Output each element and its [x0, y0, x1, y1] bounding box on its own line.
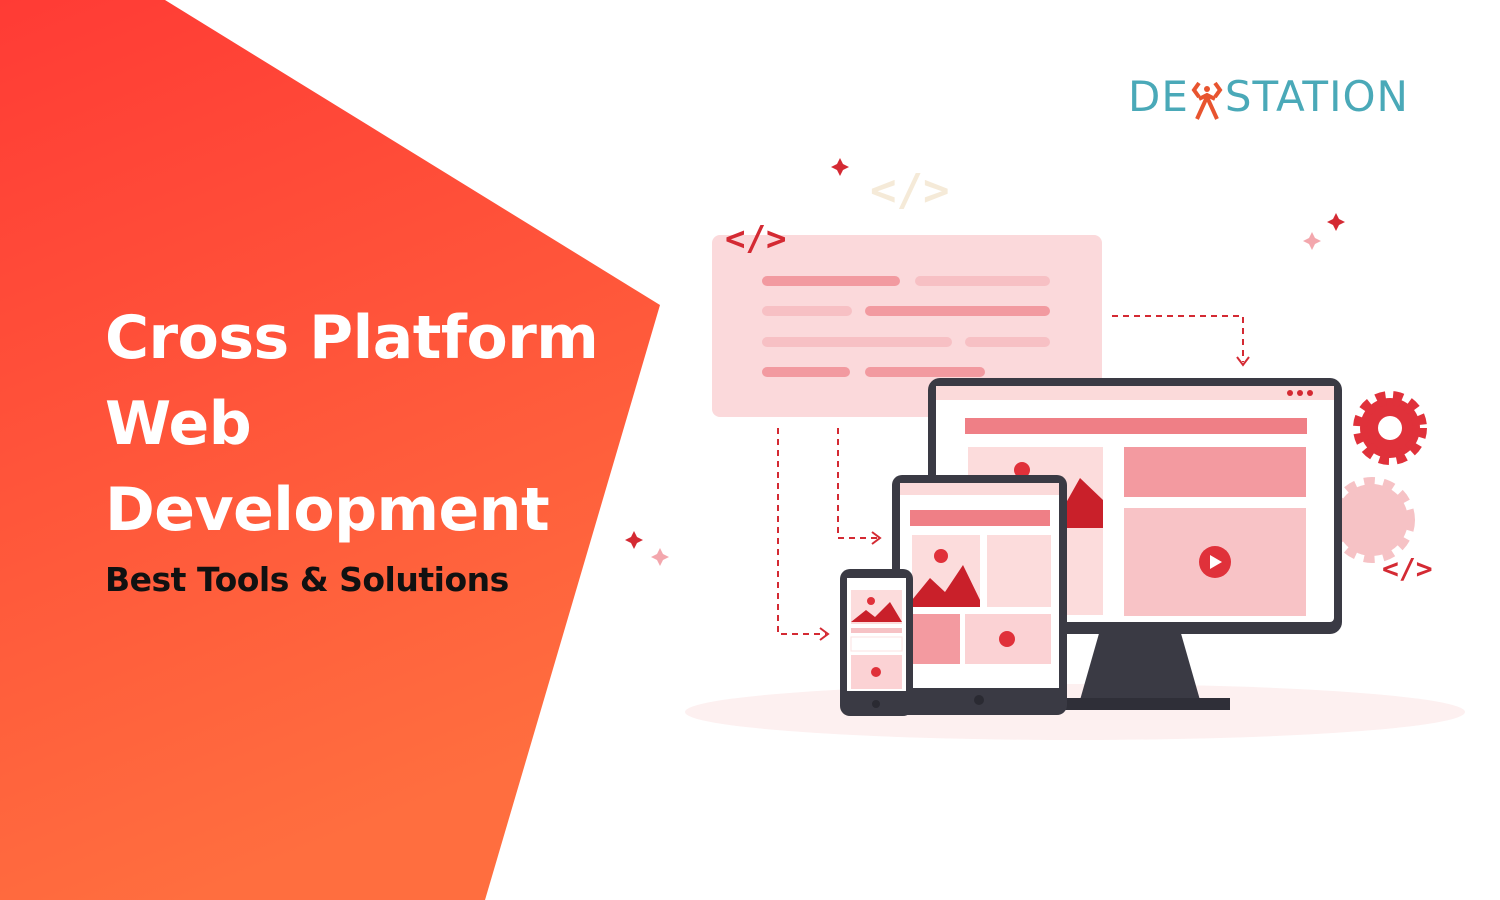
code-tag-faded-icon: </> [870, 165, 949, 216]
headline-line-3: Development [105, 475, 550, 545]
logo-person-icon [1191, 81, 1223, 120]
logo-text-start: DE [1128, 72, 1189, 121]
subtitle: Best Tools & Solutions [105, 560, 509, 599]
code-tag-icon: </> [725, 219, 786, 259]
headline-line-1: Cross Platform [105, 303, 599, 373]
gear-icon [1329, 391, 1427, 563]
devstation-logo: DE STATION [1128, 72, 1409, 121]
logo-text-end: STATION [1224, 72, 1409, 121]
headline-line-2: Web [105, 389, 252, 459]
